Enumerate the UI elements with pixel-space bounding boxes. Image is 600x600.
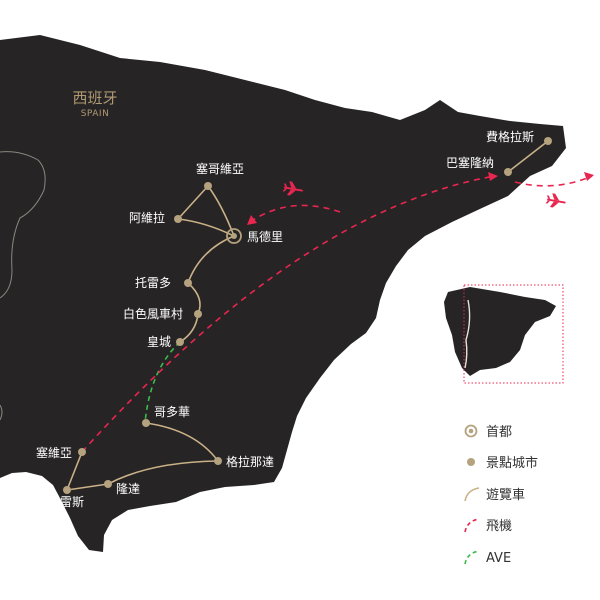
city-dot-barcelona (504, 168, 512, 176)
bus-route-icon (464, 487, 480, 502)
inset-portugal-border (464, 299, 471, 369)
label-figueres: 費格拉斯 (486, 129, 534, 144)
inset-iberia-shape (444, 287, 556, 376)
city-dot-granada (214, 457, 222, 465)
label-ronda: 隆達 (116, 481, 140, 496)
flight-routes (81, 175, 593, 453)
arrowhead-madrid (247, 215, 257, 225)
label-granada: 格拉那達 (226, 454, 274, 469)
legend-label-capital: 首都 (486, 425, 512, 440)
label-barcelona: 巴塞隆納 (446, 155, 494, 170)
spain-landmass (0, 35, 566, 552)
city-dot-jerez (63, 486, 71, 494)
airplane-icon (545, 193, 566, 208)
ave-route-icon (464, 550, 480, 565)
city-dot-segovia (204, 182, 212, 190)
arrowhead-barcelona (488, 172, 498, 181)
city-dot-ciudad-real (176, 338, 184, 346)
route-jerez-seville (66, 451, 83, 491)
country-name-en: SPAIN (81, 109, 110, 119)
inset-locator-map (444, 284, 564, 384)
coast-notch (0, 404, 3, 421)
legend-label-ave: AVE (486, 551, 511, 566)
city-dot-white-villages (194, 310, 202, 318)
city-markers (63, 137, 552, 494)
city-dot-cordoba (142, 419, 150, 427)
route-granada-ronda (107, 460, 219, 485)
label-ciudad-real: 皇城 (147, 335, 171, 349)
legend-label-bus: 遊覽車 (486, 488, 525, 503)
city-dot-seville (78, 448, 86, 456)
route-figueres-barcelona (507, 140, 549, 173)
route-cordoba-granada (145, 422, 219, 462)
legend: 首都 景點城市 遊覽車 飛機 AVE (464, 424, 538, 566)
route-avila-madrid (177, 218, 235, 237)
city-dot-toledo (184, 279, 192, 287)
flight-arrival-madrid (249, 204, 341, 223)
route-segovia-madrid (207, 185, 235, 237)
route-segovia-avila (177, 185, 209, 220)
label-madrid: 馬德里 (247, 229, 283, 244)
city-dot-avila (174, 215, 182, 223)
route-ronda-jerez (66, 483, 109, 491)
portugal-border (0, 151, 46, 299)
label-white-villages: 白色風車村 (123, 306, 183, 321)
flight-route-icon (464, 518, 480, 533)
city-dot-figueres (544, 137, 552, 145)
capital-icon (464, 424, 478, 438)
arrowhead-exit (584, 172, 594, 181)
flight-departure-barcelona (514, 175, 593, 187)
legend-label-flight: 飛機 (486, 519, 512, 534)
city-dot-ronda (104, 480, 112, 488)
legend-label-city: 景點城市 (486, 455, 538, 471)
city-dot-icon (467, 458, 475, 466)
label-seville: 塞維亞 (36, 445, 72, 460)
bus-routes (66, 140, 549, 491)
country-name: 西班牙 (72, 89, 117, 107)
inset-focus-frame (463, 284, 564, 384)
label-jerez: 赫雷斯 (48, 495, 84, 509)
label-cordoba: 哥多華 (154, 405, 190, 419)
airplane-icon (282, 181, 304, 196)
capital-marker-madrid (226, 228, 242, 244)
label-segovia: 塞哥維亞 (196, 161, 244, 176)
label-toledo: 托雷多 (135, 276, 171, 290)
label-avila: 阿維拉 (129, 210, 165, 225)
